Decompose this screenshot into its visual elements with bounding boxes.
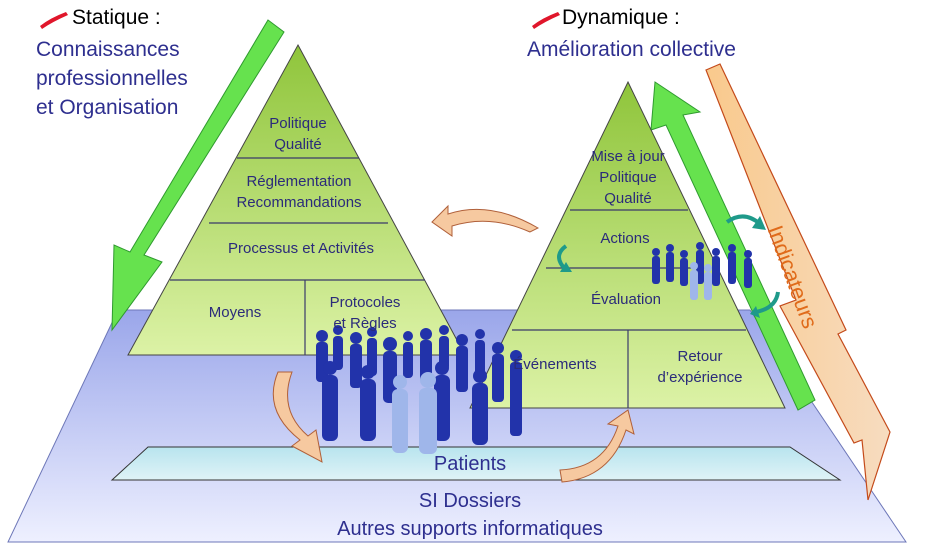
left-level-processus: Processus et Activités — [228, 240, 374, 257]
right-level-retour: Retour — [677, 348, 723, 365]
pen-icon-static — [40, 12, 68, 29]
left-down-curved-arrow — [272, 371, 323, 463]
other-supports-label: Autres supports informatiques — [337, 518, 603, 540]
right-up-curved-arrow — [559, 409, 635, 483]
right-level-experience: d’expérience — [657, 369, 743, 386]
right-level-evaluation: Évaluation — [590, 291, 662, 308]
static-subtitle-line3: et Organisation — [36, 96, 179, 119]
right-level-evenements: Événements — [513, 356, 597, 373]
left-level-reglementation: Réglementation — [246, 173, 352, 190]
patients-label: Patients — [433, 453, 507, 475]
transfer-curved-arrow — [431, 204, 540, 237]
si-dossiers-label: SI Dossiers — [418, 490, 522, 512]
dynamic-title: Dynamique : — [562, 6, 680, 29]
left-pyramid — [127, 43, 466, 356]
left-level-protocoles: Protocoles — [329, 294, 401, 311]
left-level-moyens: Moyens — [208, 304, 262, 321]
static-title: Statique : — [72, 6, 161, 29]
cycle-arrows — [557, 214, 780, 318]
right-level-politique: Politique — [599, 169, 657, 186]
right-level-actions: Actions — [600, 230, 650, 247]
right-pyramid — [469, 80, 786, 409]
left-level-politique: Politique — [269, 115, 327, 132]
pen-icon-dynamic — [532, 12, 560, 29]
people-crowd-left — [316, 325, 522, 445]
left-level-qualite: Qualité — [274, 136, 322, 153]
people-highlight-right — [690, 262, 712, 300]
right-level-mise-a-jour: Mise à jour — [591, 148, 665, 165]
left-level-regles: et Règles — [333, 315, 397, 332]
left-level-recommandations: Recommandations — [236, 194, 362, 211]
people-highlight — [392, 372, 437, 454]
static-subtitle-line2: professionnelles — [36, 67, 188, 90]
right-level-qualite: Qualité — [604, 190, 652, 207]
static-green-arrow — [111, 19, 285, 332]
patients-bar — [110, 446, 842, 481]
people-crowd-right — [652, 242, 752, 288]
dynamic-subtitle: Amélioration collective — [527, 38, 736, 61]
static-subtitle-line1: Connaissances — [36, 38, 180, 61]
indicators-orange-arrow — [705, 63, 891, 501]
